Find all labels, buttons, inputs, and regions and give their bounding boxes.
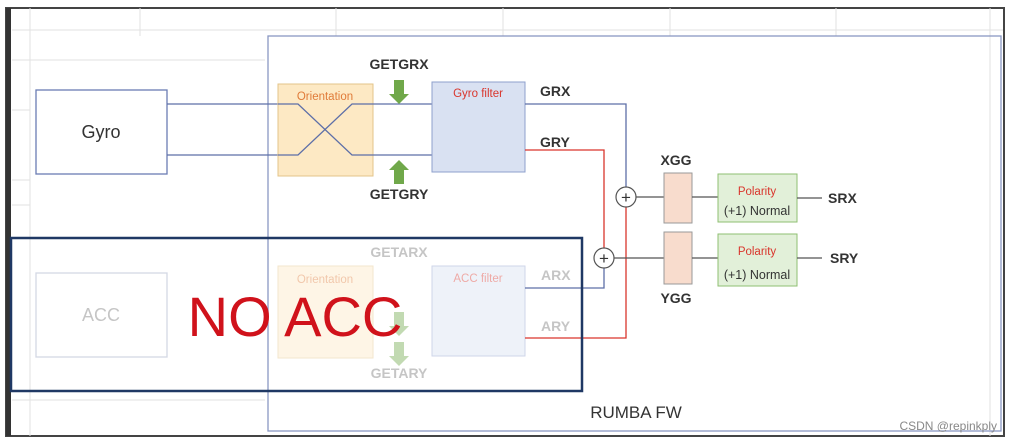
- getarx-label: GETARX: [370, 244, 428, 260]
- gyro-filter-label: Gyro filter: [453, 88, 503, 100]
- getary-arrow-icon: [389, 342, 409, 366]
- sry-label: SRY: [830, 250, 859, 266]
- watermark: CSDN @repinkply: [899, 419, 997, 433]
- polarity-x-title: Polarity: [738, 186, 777, 198]
- getgrx-label: GETGRX: [369, 56, 429, 72]
- acc-block: [35, 272, 168, 358]
- acc-filter-block: [431, 265, 526, 357]
- orientation-label-gyro: Orientation: [297, 91, 353, 103]
- getgrx-arrow-icon: [389, 80, 409, 104]
- background-grid: [12, 8, 1003, 436]
- gry-wire: [525, 149, 605, 248]
- ary-wire: [525, 207, 627, 339]
- sum-symbol-y: +: [599, 249, 609, 268]
- no-acc-text: NO ACC: [188, 285, 403, 348]
- xgg-gain-block: [663, 172, 693, 224]
- firmware-label: RUMBA FW: [590, 403, 682, 422]
- getgry-arrow-icon: [389, 160, 409, 184]
- polarity-y-value: (+1) Normal: [724, 268, 790, 282]
- polarity-x-value: (+1) Normal: [724, 204, 790, 218]
- gyro-filter-block: [431, 81, 526, 173]
- orientation-block-acc: [277, 265, 374, 359]
- sum-symbol-x: +: [621, 188, 631, 207]
- gry-label: GRY: [540, 134, 570, 150]
- xgg-label: XGG: [660, 152, 691, 168]
- getarx-arrow-icon: [389, 312, 409, 336]
- ary-label: ARY: [541, 318, 571, 334]
- ygg-gain-block: [663, 231, 693, 285]
- ygg-label: YGG: [660, 290, 691, 306]
- orientation-label-acc: Orientation: [297, 274, 353, 286]
- arx-wire: [525, 268, 605, 289]
- firmware-boundary: [267, 35, 1002, 432]
- srx-label: SRX: [828, 190, 857, 206]
- getgry-label: GETGRY: [370, 186, 429, 202]
- getary-label: GETARY: [371, 365, 428, 381]
- grx-wire: [525, 103, 627, 187]
- acc-label: ACC: [82, 305, 120, 325]
- acc-path-group: ACC Orientation GETARX GETARY ACC filter…: [35, 244, 571, 381]
- no-acc-box: [9, 236, 584, 393]
- gyro-label: Gyro: [81, 122, 120, 142]
- gyro-block: [35, 89, 168, 175]
- acc-filter-label: ACC filter: [453, 273, 502, 285]
- polarity-y-block: [717, 233, 798, 287]
- grx-label: GRX: [540, 83, 571, 99]
- left-edge-bar: [6, 8, 11, 436]
- polarity-y-title: Polarity: [738, 246, 777, 258]
- orientation-cross-2: [278, 103, 373, 156]
- arx-label: ARX: [541, 267, 571, 283]
- polarity-x-block: [717, 173, 798, 223]
